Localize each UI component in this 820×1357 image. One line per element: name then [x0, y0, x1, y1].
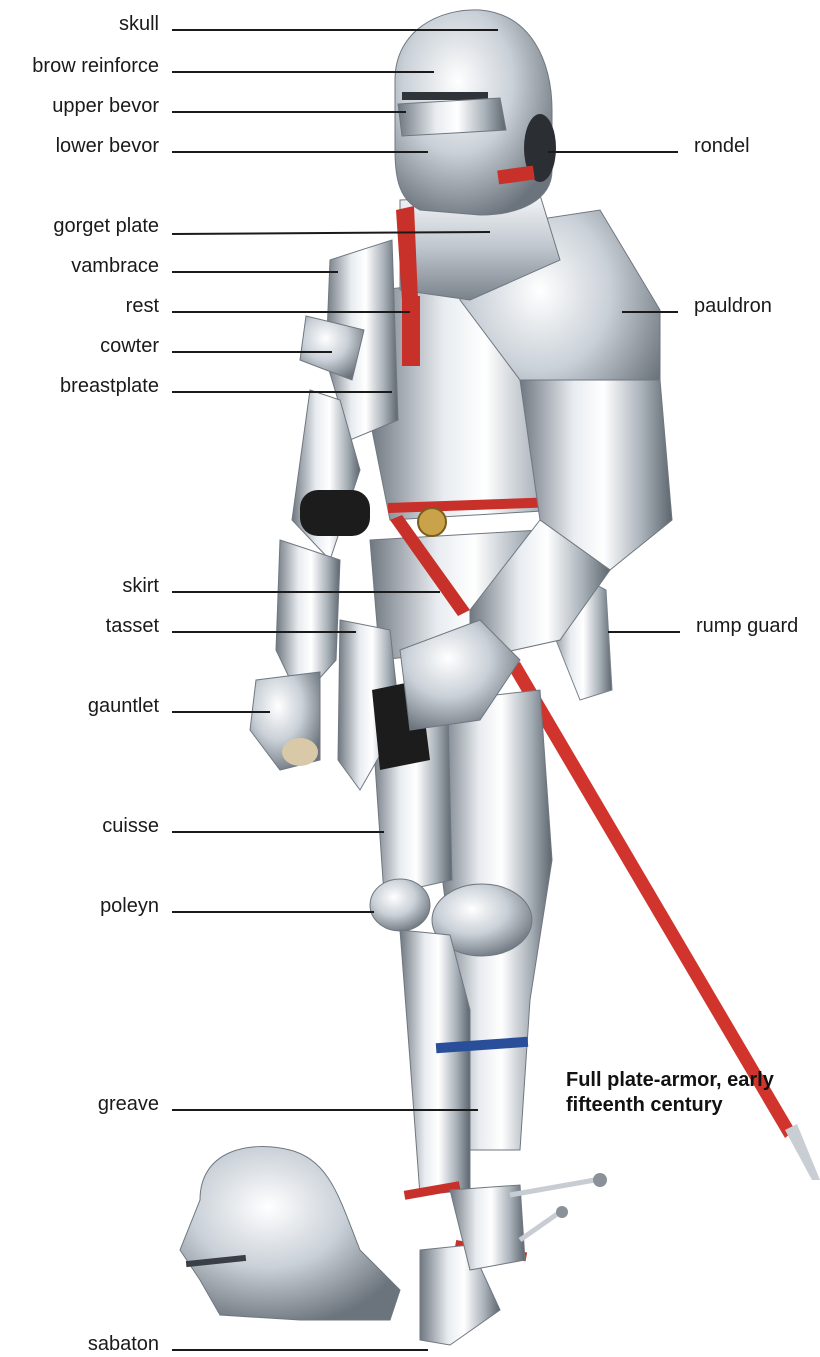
spur-rowel-rear: [556, 1206, 568, 1218]
caption-line-2: fifteenth century: [566, 1093, 816, 1118]
label-skull: skull: [119, 12, 159, 36]
label-greave: greave: [98, 1092, 159, 1116]
label-rest: rest: [126, 294, 159, 318]
spur: [510, 1180, 595, 1195]
spur-rowel: [593, 1173, 607, 1187]
label-sabaton: sabaton: [88, 1332, 159, 1356]
belt-buckle: [418, 508, 446, 536]
helmet: [395, 10, 556, 215]
label-vambrace: vambrace: [71, 254, 159, 278]
lance-rest: [402, 296, 420, 366]
figure-caption: Full plate-armor, early fifteenth centur…: [566, 1068, 816, 1118]
label-lower-bevor: lower bevor: [56, 134, 159, 158]
label-rondel: rondel: [694, 134, 750, 158]
label-gorget-plate: gorget plate: [53, 214, 159, 238]
legs: [370, 690, 552, 1261]
label-breastplate: breastplate: [60, 374, 159, 398]
spur-rear: [520, 1212, 560, 1240]
label-pauldron: pauldron: [694, 294, 772, 318]
label-cowter: cowter: [100, 334, 159, 358]
ground-helmet: [180, 1147, 400, 1320]
label-gauntlet: gauntlet: [88, 694, 159, 718]
caption-line-1: Full plate-armor, early: [566, 1068, 816, 1093]
label-upper-bevor: upper bevor: [52, 94, 159, 118]
label-rump-guard: rump guard: [696, 614, 798, 638]
label-skirt: skirt: [122, 574, 159, 598]
label-cuisse: cuisse: [102, 814, 159, 838]
label-brow-reinforce: brow reinforce: [32, 54, 159, 78]
label-tasset: tasset: [106, 614, 159, 638]
label-poleyn: poleyn: [100, 894, 159, 918]
